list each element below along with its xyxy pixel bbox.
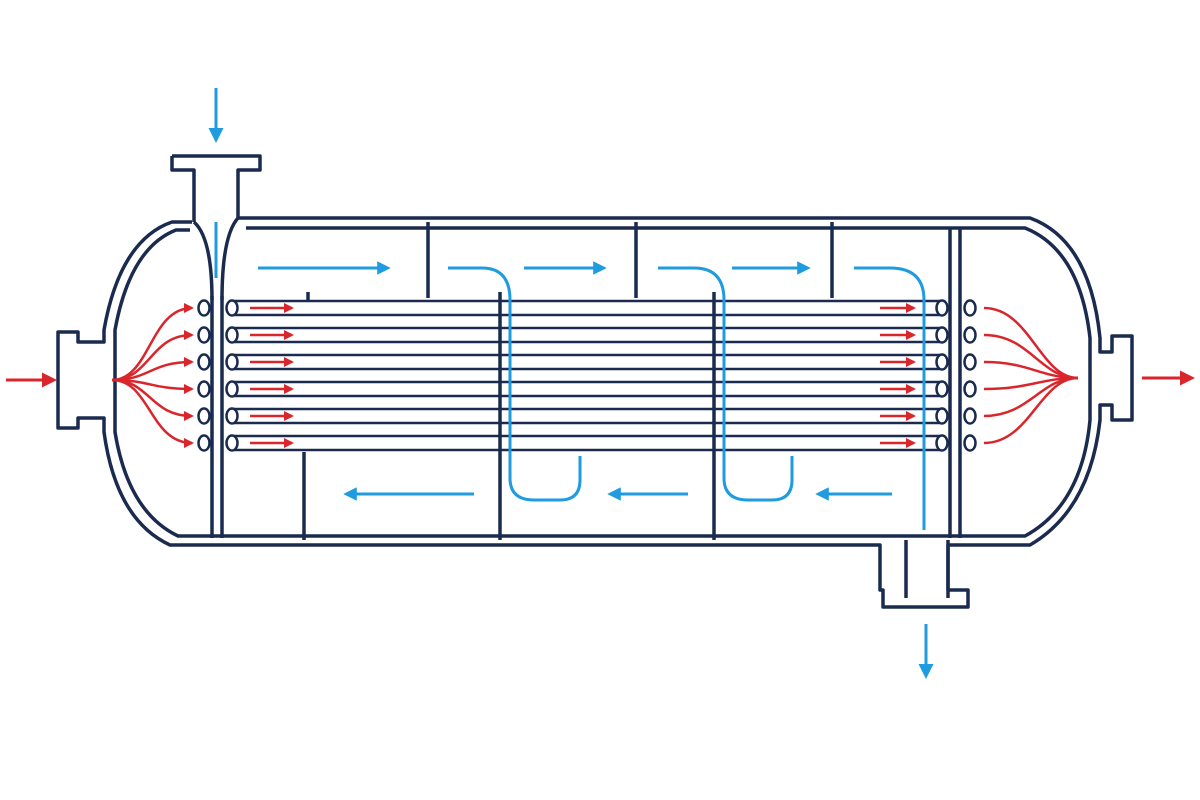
tube-sheets (210, 228, 962, 538)
shell-flow-loop-3 (854, 266, 926, 530)
shell-outer (56, 216, 1134, 609)
tube-port (963, 353, 977, 371)
tube-port (197, 326, 211, 344)
tube-outlet-collection-curve (983, 306, 1079, 380)
tube-port (935, 299, 949, 317)
vessel-shell (56, 216, 1134, 609)
tube-port (197, 353, 211, 371)
tube-port (935, 380, 949, 398)
tube-port (225, 380, 239, 398)
tube-port (197, 380, 211, 398)
tube-port (197, 299, 211, 317)
tube-port (963, 326, 977, 344)
tube-port (225, 326, 239, 344)
tube-port (225, 434, 239, 452)
tube-port (225, 407, 239, 425)
tube-side-flow (6, 303, 1195, 448)
shell-flow-loop-1 (448, 266, 582, 502)
tube-port (963, 299, 977, 317)
shell-inlet-nozzle (170, 154, 262, 301)
shell-inner (113, 226, 1092, 538)
shell-side-flow (208, 88, 934, 679)
tube-port (935, 353, 949, 371)
tube-outlet-collection-curve (983, 333, 1079, 380)
tube-port (197, 434, 211, 452)
tube-port (963, 434, 977, 452)
tube-port (935, 407, 949, 425)
tube-outlet-collection-curve (983, 376, 1079, 445)
tube-ports (197, 299, 977, 452)
baffles (302, 222, 834, 540)
shell-outlet-nozzle (904, 540, 950, 598)
tube-bundle (230, 299, 940, 452)
tube-inlet-distribution-curve (111, 378, 194, 448)
tube-port (935, 434, 949, 452)
tube-port (225, 299, 239, 317)
tube-port (197, 407, 211, 425)
tube-port (225, 353, 239, 371)
tube-port (963, 407, 977, 425)
tube-port (935, 326, 949, 344)
shell-flow-loop-2 (658, 266, 794, 502)
tube-port (963, 380, 977, 398)
